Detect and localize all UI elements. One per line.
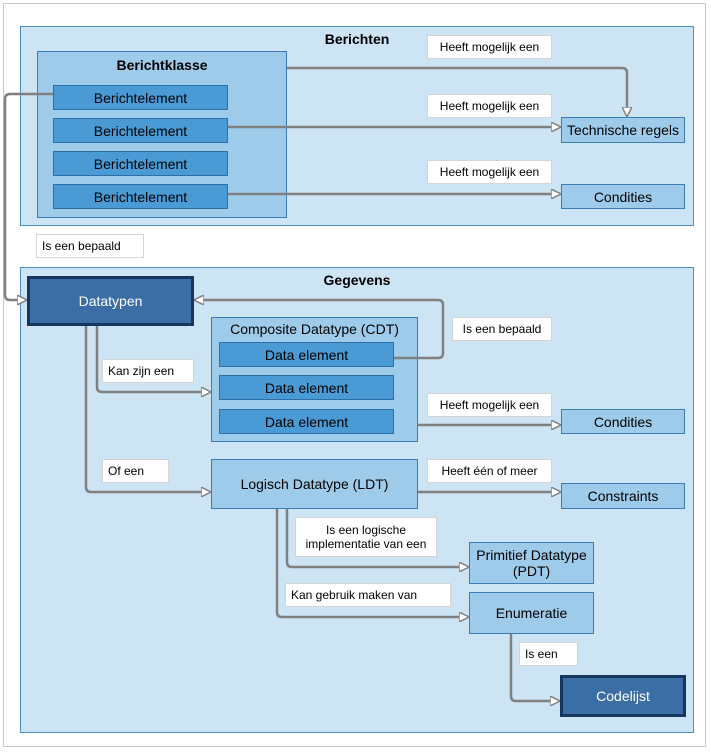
datatypen-box: Datatypen [27, 276, 194, 326]
berichtelement-3: Berichtelement [53, 151, 228, 176]
berichtelement-1: Berichtelement [53, 85, 228, 110]
label-heeft-mogelijk-2: Heeft mogelijk een [427, 94, 552, 118]
technische-regels-box: Technische regels [561, 117, 685, 143]
section-berichten-title: Berichten [324, 31, 390, 47]
berichtklasse-title: Berichtklasse [116, 57, 208, 73]
condities-berichten-box: Condities [561, 184, 685, 209]
data-element-2: Data element [219, 375, 394, 400]
codelijst-box: Codelijst [560, 675, 686, 717]
enumeratie-box: Enumeratie [469, 592, 594, 634]
section-gegevens-title: Gegevens [323, 272, 391, 288]
condities-gegevens-box: Condities [561, 409, 685, 434]
diagram-frame [3, 3, 706, 747]
data-element-1: Data element [219, 342, 394, 367]
berichtelement-4: Berichtelement [53, 184, 228, 209]
label-heeft-mogelijk-4: Heeft mogelijk een [427, 393, 552, 417]
label-heeft-een-of-meer: Heeft één of meer [427, 459, 552, 483]
constraints-box: Constraints [561, 483, 685, 509]
label-is-een-bepaald-2: Is een bepaald [452, 317, 552, 341]
label-logische-implementatie: Is een logische implementatie van een [295, 517, 437, 557]
label-kan-gebruik-maken-van: Kan gebruik maken van [285, 583, 451, 607]
label-is-een-bepaald-1: Is een bepaald [36, 234, 144, 258]
cdt-title: Composite Datatype (CDT) [230, 321, 399, 337]
ldt-box: Logisch Datatype (LDT) [211, 459, 418, 509]
label-is-een: Is een [519, 642, 578, 666]
label-of-een: Of een [102, 459, 169, 483]
label-kan-zijn-een: Kan zijn een [102, 359, 194, 383]
berichtelement-2: Berichtelement [53, 118, 228, 143]
label-heeft-mogelijk-3: Heeft mogelijk een [427, 160, 552, 184]
pdt-box: Primitief Datatype (PDT) [469, 542, 594, 584]
data-element-3: Data element [219, 409, 394, 434]
label-heeft-mogelijk-1: Heeft mogelijk een [427, 35, 552, 59]
